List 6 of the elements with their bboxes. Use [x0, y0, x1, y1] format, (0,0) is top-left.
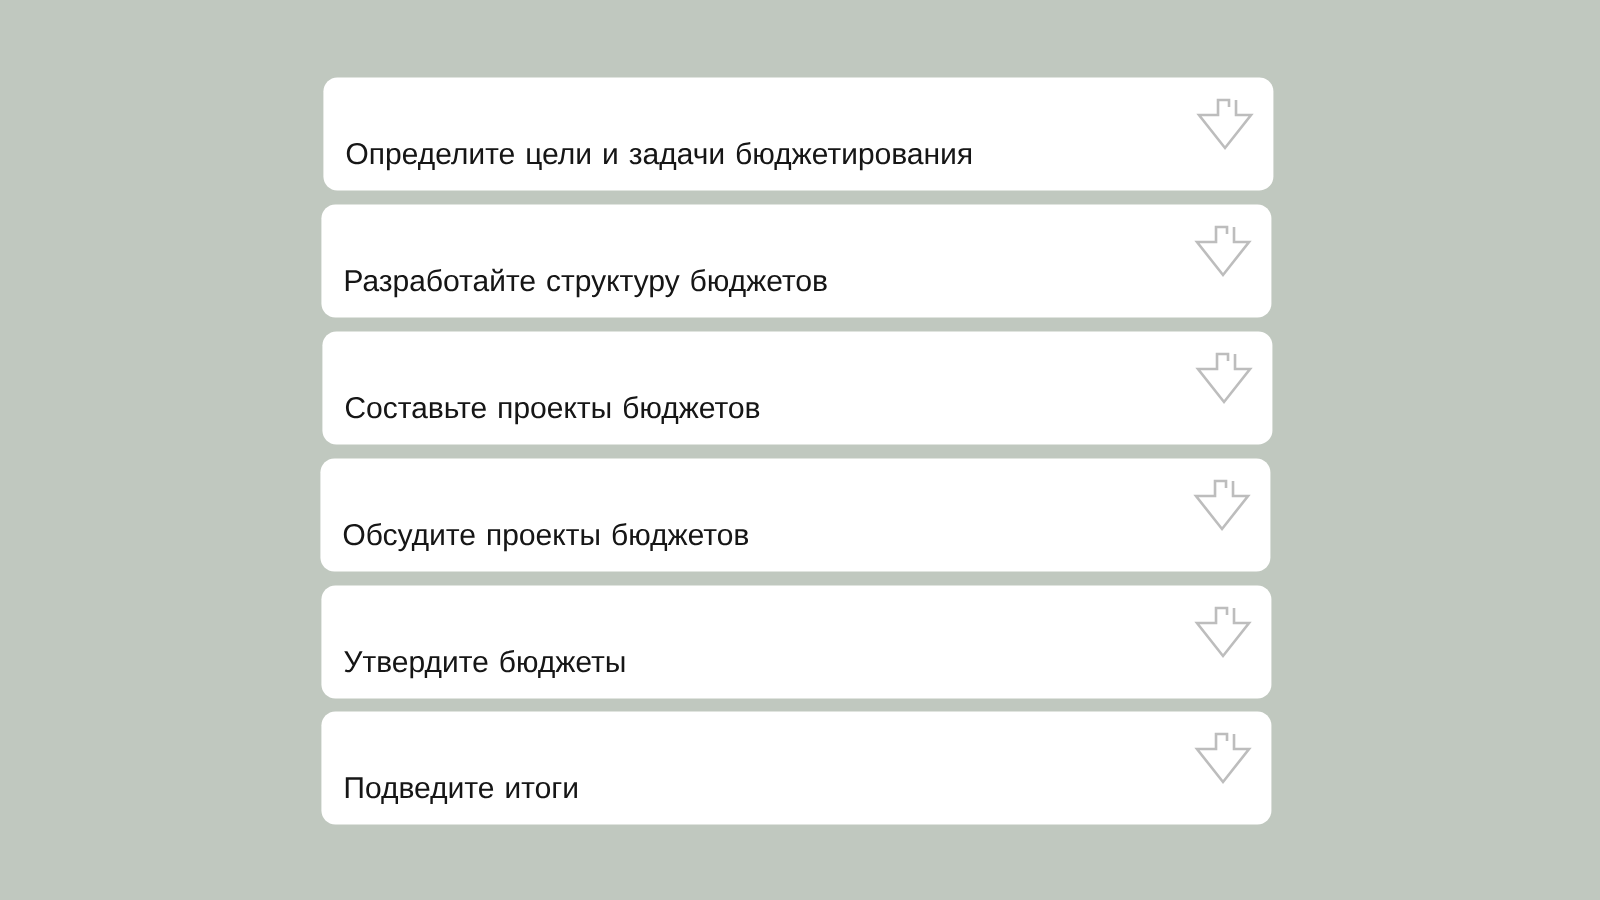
step-box: Утвердите бюджеты	[321, 585, 1272, 699]
step-box: Разработайте структуру бюджетов	[321, 204, 1272, 318]
step-box: Подведите итоги	[321, 711, 1272, 825]
step-box: Обсудите проекты бюджетов	[320, 458, 1271, 572]
step-box: Определите цели и задачи бюджетирования	[323, 77, 1274, 191]
step-box: Составьте проекты бюджетов	[322, 331, 1273, 445]
